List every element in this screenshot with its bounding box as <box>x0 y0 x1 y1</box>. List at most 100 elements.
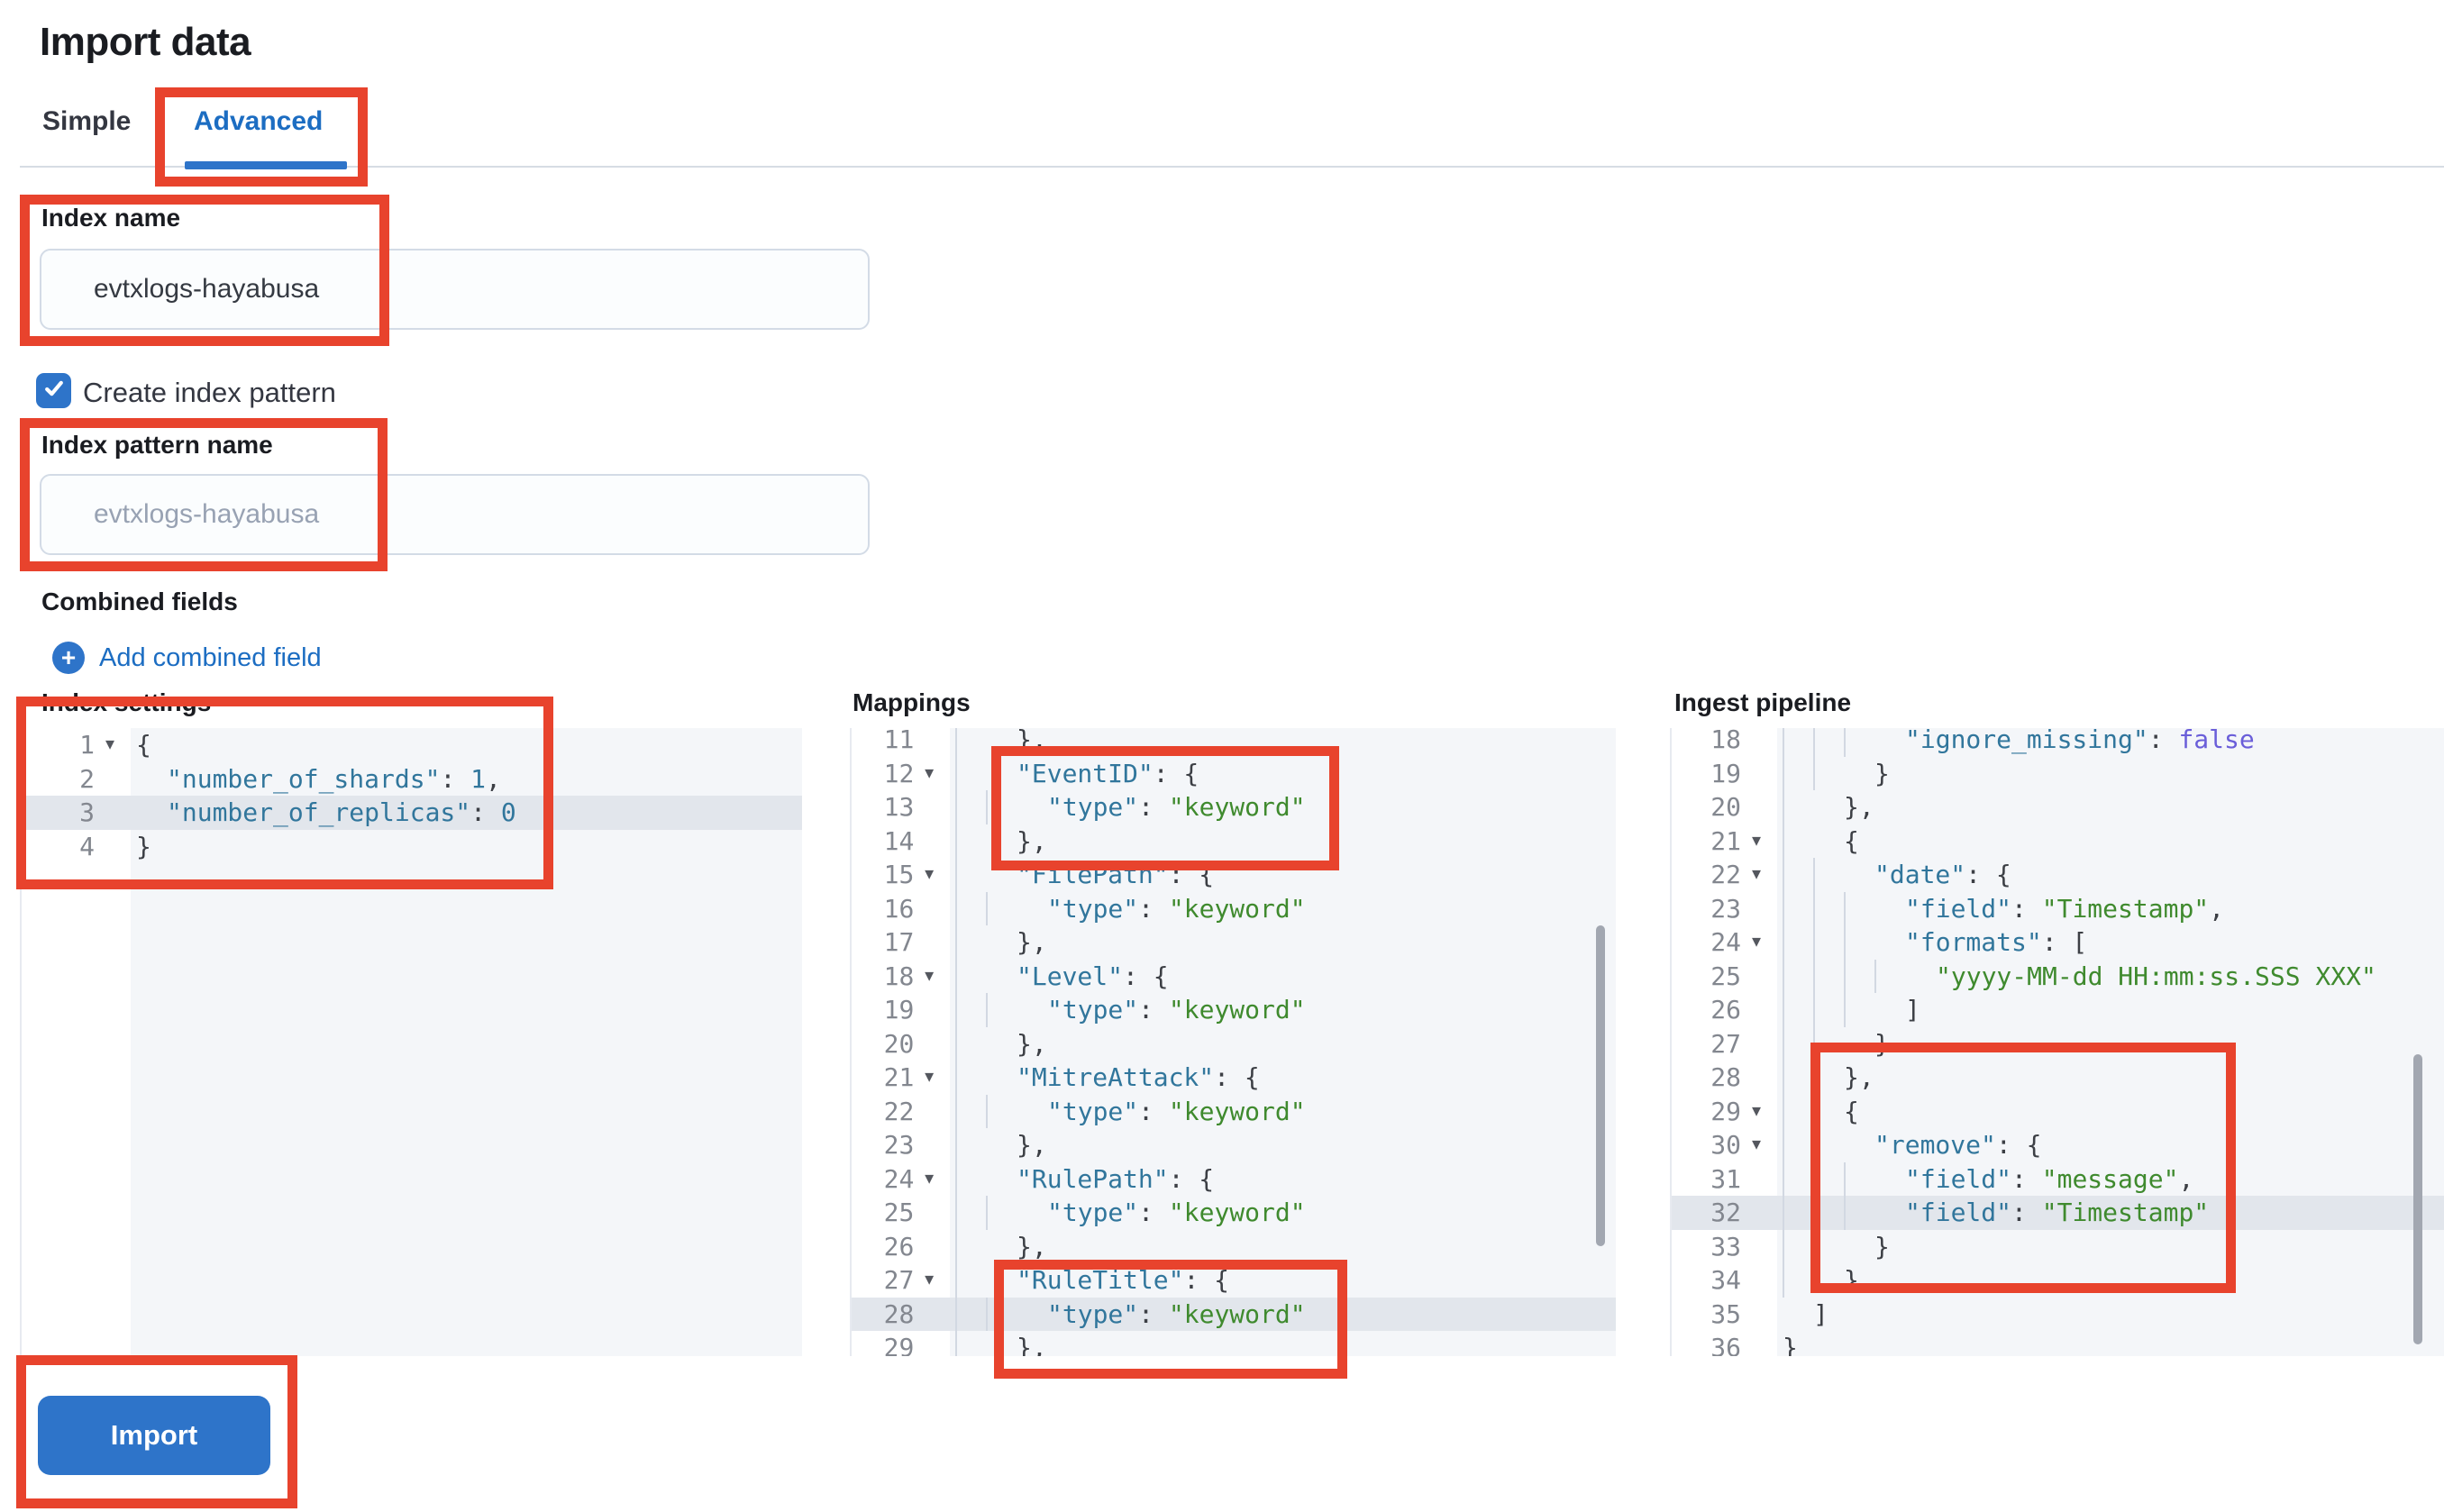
code-line[interactable]: } <box>1777 1026 2444 1061</box>
index-settings-header: Index settings <box>41 688 212 716</box>
create-index-pattern-checkbox[interactable] <box>36 373 71 408</box>
code-line[interactable]: { <box>136 730 151 760</box>
code-line[interactable]: "EventID": { <box>950 756 1616 790</box>
fold-caret-icon[interactable]: ▾ <box>1751 864 1762 884</box>
code-line[interactable]: ] <box>1777 993 2444 1027</box>
fold-caret-icon[interactable]: ▾ <box>925 864 935 884</box>
code-line[interactable]: "type": "keyword" <box>950 790 1616 824</box>
code-line[interactable]: "type": "keyword" <box>950 993 1616 1027</box>
fold-caret-empty <box>914 1196 944 1230</box>
code-line[interactable]: "ignore_missing": false <box>1777 728 2444 757</box>
code-line[interactable]: "type": "keyword" <box>950 1297 1616 1331</box>
create-index-pattern-label: Create index pattern <box>83 377 336 408</box>
fold-caret-empty <box>914 728 944 757</box>
fold-caret-empty <box>914 824 944 859</box>
index-pattern-input[interactable] <box>40 474 870 555</box>
tab-advanced-underline <box>185 161 347 169</box>
code-line[interactable]: "field": "Timestamp" <box>1777 1196 2444 1230</box>
fold-caret-icon[interactable]: ▾ <box>925 1067 935 1087</box>
code-line[interactable]: { <box>1777 1094 2444 1128</box>
code-line[interactable]: }, <box>950 728 1616 757</box>
fold-caret-empty <box>95 796 125 830</box>
code-line[interactable]: } <box>1777 1263 2444 1298</box>
fold-caret-icon[interactable]: ▾ <box>1751 1134 1762 1154</box>
code-line[interactable]: }, <box>950 824 1616 858</box>
code-line[interactable]: "RulePath": { <box>950 1161 1616 1196</box>
add-combined-field-label: Add combined field <box>99 642 322 672</box>
page-title: Import data <box>40 20 251 64</box>
code-line[interactable]: "formats": [ <box>1777 925 2444 960</box>
code-line[interactable]: "Level": { <box>950 959 1616 993</box>
code-line[interactable]: }, <box>1777 790 2444 824</box>
code-line[interactable]: "number_of_shards": 1, <box>167 763 501 794</box>
index-name-input[interactable] <box>40 249 870 330</box>
fold-caret-empty <box>1741 960 1772 994</box>
index-settings-code[interactable]: { "number_of_shards": 1,"number_of_replic… <box>131 728 802 1356</box>
ingest-pipeline-scrollbar[interactable] <box>2413 1054 2422 1344</box>
code-line[interactable]: ] <box>1813 1298 1828 1329</box>
code-line[interactable]: } <box>1777 756 2444 790</box>
code-line[interactable]: }, <box>1777 1061 2444 1095</box>
fold-caret-empty <box>1741 1331 1772 1356</box>
fold-caret-empty <box>1741 1162 1772 1197</box>
code-line[interactable]: "FilePath": { <box>950 858 1616 892</box>
fold-caret-empty <box>1741 1196 1772 1230</box>
code-line[interactable]: "yyyy-MM-dd HH:mm:ss.SSS XXX" <box>1777 959 2444 993</box>
tab-advanced[interactable]: Advanced <box>194 106 324 136</box>
code-line[interactable]: "number_of_replicas": 0 <box>131 796 802 830</box>
fold-caret-empty <box>1741 993 1772 1027</box>
code-line[interactable]: "date": { <box>1777 858 2444 892</box>
fold-caret-icon[interactable]: ▾ <box>925 1270 935 1289</box>
code-line[interactable]: "MitreAttack": { <box>950 1061 1616 1095</box>
fold-caret-empty <box>95 830 125 864</box>
code-line[interactable]: }, <box>950 925 1616 960</box>
fold-caret-icon[interactable]: ▾ <box>1751 932 1762 952</box>
fold-caret-icon[interactable]: ▾ <box>1751 830 1762 851</box>
code-line[interactable]: "type": "keyword" <box>950 891 1616 925</box>
code-line[interactable]: } <box>1783 1333 1798 1356</box>
code-line[interactable]: "field": "message", <box>1777 1161 2444 1196</box>
code-line[interactable]: "field": "Timestamp", <box>1777 891 2444 925</box>
ingest-pipeline-code[interactable]: "ignore_missing": false}},{"date": {"fie… <box>1777 728 2444 1356</box>
code-line[interactable]: } <box>136 831 151 861</box>
import-button[interactable]: Import <box>38 1396 270 1475</box>
code-line[interactable]: }, <box>950 1026 1616 1061</box>
code-line[interactable]: { <box>1777 824 2444 858</box>
code-line[interactable]: }, <box>950 1128 1616 1162</box>
checkmark-icon <box>42 377 66 405</box>
code-line[interactable]: }, <box>950 1229 1616 1263</box>
fold-caret-icon[interactable]: ▾ <box>925 762 935 783</box>
plus-in-circle-icon: + <box>52 642 85 674</box>
mappings-scrollbar[interactable] <box>1596 925 1605 1246</box>
code-line[interactable]: "remove": { <box>1777 1128 2444 1162</box>
index-pattern-label: Index pattern name <box>41 431 273 459</box>
ingest-pipeline-header: Ingest pipeline <box>1674 688 1852 716</box>
code-line[interactable]: }, <box>950 1331 1616 1356</box>
mappings-header: Mappings <box>853 688 971 716</box>
fold-caret-icon[interactable]: ▾ <box>105 734 115 754</box>
tab-simple[interactable]: Simple <box>42 106 132 136</box>
code-line[interactable]: "type": "keyword" <box>950 1196 1616 1230</box>
fold-caret-empty <box>914 1095 944 1129</box>
mappings-code[interactable]: },"EventID": {"type": "keyword"},"FilePa… <box>950 728 1616 1356</box>
fold-caret-icon[interactable]: ▾ <box>925 965 935 986</box>
fold-caret-icon[interactable]: ▾ <box>925 1168 935 1189</box>
add-combined-field-link[interactable]: + Add combined field <box>52 642 322 674</box>
index-name-label: Index name <box>41 204 181 232</box>
code-line[interactable]: } <box>1777 1229 2444 1263</box>
fold-caret-icon[interactable]: ▾ <box>1751 1100 1762 1121</box>
fold-caret-empty <box>1741 1230 1772 1264</box>
fold-caret-empty <box>914 790 944 824</box>
fold-caret-empty <box>1741 757 1772 791</box>
fold-caret-empty <box>1741 1263 1772 1298</box>
fold-caret-empty <box>1741 790 1772 824</box>
code-line[interactable]: "RuleTitle": { <box>950 1263 1616 1298</box>
code-line[interactable]: "type": "keyword" <box>950 1094 1616 1128</box>
fold-caret-empty <box>1741 1298 1772 1332</box>
fold-caret-empty <box>1741 1027 1772 1061</box>
